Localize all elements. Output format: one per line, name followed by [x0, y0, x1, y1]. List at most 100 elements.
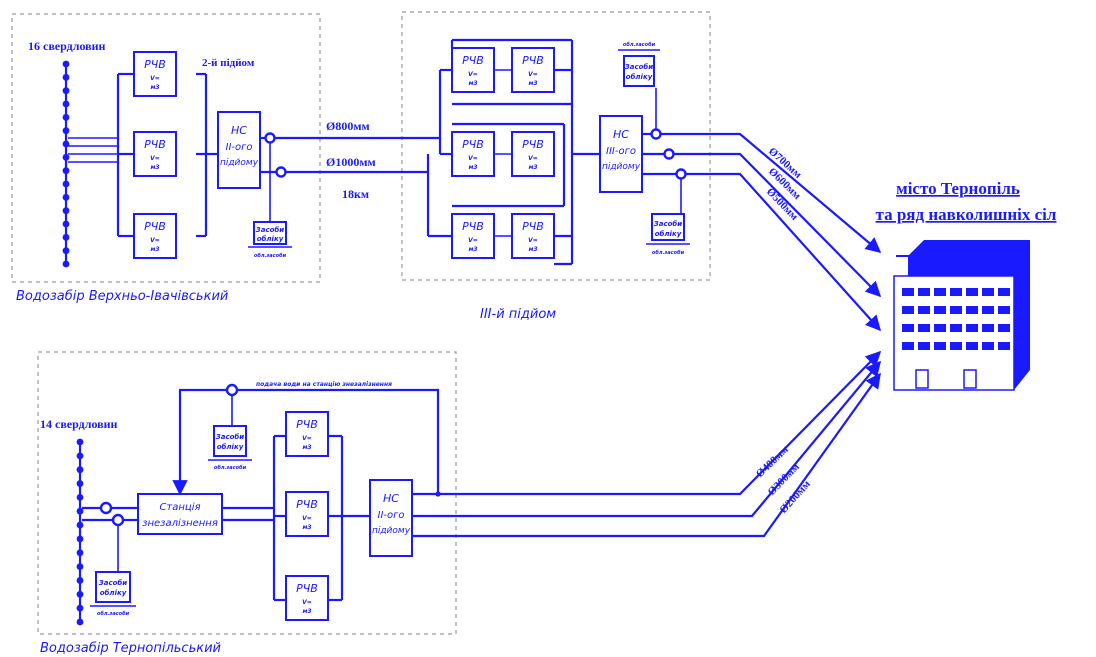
tank-volume: V=: [528, 237, 538, 244]
tank-unit: м3: [468, 164, 477, 171]
svg-text:ІІ-ого: ІІ-ого: [378, 510, 405, 521]
tank-unit: м3: [150, 246, 159, 253]
building-window: [966, 306, 978, 314]
valve-icon: [111, 513, 125, 527]
zone-border-middle: [401, 11, 711, 281]
metering-box-verkhno: [253, 221, 287, 245]
svg-text:обл.засоби: обл.засоби: [254, 252, 287, 259]
building-window: [950, 306, 962, 314]
svg-text:ІІІ-ого: ІІІ-ого: [606, 146, 636, 157]
valve-icon: [225, 383, 239, 397]
caption-ternopil: Водозабір Тернопільський: [40, 641, 221, 656]
recirculation-note: подача води на станцію знезалізнення: [256, 381, 392, 388]
tank-unit: м3: [528, 246, 537, 253]
svg-text:Засоби: Засоби: [216, 433, 245, 441]
tank-unit: м3: [150, 164, 159, 171]
svg-text:Станція: Станція: [159, 501, 200, 513]
tank-unit: м3: [468, 246, 477, 253]
caption-middle: ІІІ-й підйом: [480, 307, 556, 322]
building-window: [950, 324, 962, 332]
valve-icon: [99, 501, 113, 515]
valve-icon: [264, 132, 276, 144]
wells-label-verkhno: 16 свердловин: [28, 39, 106, 53]
metering-box-middle-top: [623, 55, 655, 87]
city-building-icon: [893, 240, 1030, 391]
building-door: [915, 369, 929, 389]
svg-text:Засоби: Засоби: [654, 220, 683, 228]
building-window: [918, 288, 930, 296]
tank-title: РЧВ: [144, 220, 166, 233]
building-window: [902, 324, 914, 332]
svg-text:обліку: обліку: [217, 443, 244, 451]
wells-label-ternopil: 14 свердловин: [40, 417, 118, 431]
svg-text:знезалізнення: знезалізнення: [142, 517, 218, 529]
building-window: [918, 306, 930, 314]
svg-text:обліку: обліку: [655, 230, 682, 238]
building-window: [934, 342, 946, 350]
tank-volume: V=: [468, 71, 478, 78]
svg-text:НС: НС: [383, 492, 399, 505]
tank-title: РЧВ: [144, 58, 166, 71]
tank-rchv-m2: РЧВ V= м3: [511, 47, 555, 93]
svg-text:НС: НС: [231, 124, 247, 137]
svg-text:підйому: підйому: [372, 526, 411, 536]
building-window: [966, 288, 978, 296]
lift-label-verkhno: 2-й підйом: [202, 57, 255, 69]
svg-text:обліку: обліку: [257, 235, 284, 243]
pipe-d500: [686, 172, 882, 332]
tank-volume: V=: [528, 71, 538, 78]
tank-title: РЧВ: [522, 220, 544, 233]
svg-text:НС: НС: [613, 128, 629, 141]
svg-text:обл.засоби: обл.засоби: [652, 249, 685, 256]
building-window: [934, 306, 946, 314]
tank-unit: м3: [150, 84, 159, 91]
deferrization-station: [137, 493, 223, 535]
tank-volume: V=: [468, 237, 478, 244]
building-window: [902, 288, 914, 296]
pump-station-verkhno: [217, 111, 261, 189]
zone-border-ternopil: [37, 351, 457, 635]
building-window: [918, 324, 930, 332]
tank-title: РЧВ: [522, 54, 544, 67]
metering-box-ternopil-top: [213, 425, 247, 457]
building-window: [966, 324, 978, 332]
tank-title: РЧВ: [462, 54, 484, 67]
svg-text:обл.засоби: обл.засоби: [97, 610, 130, 617]
valve-icon: [663, 148, 675, 160]
metering-box-middle-bottom: [651, 213, 685, 241]
valve-icon: [675, 168, 687, 180]
svg-text:обл.засоби: обл.засоби: [623, 41, 656, 48]
tank-unit: м3: [302, 608, 311, 615]
tank-title: РЧВ: [144, 138, 166, 151]
metering-box-ternopil-bottom: [95, 571, 131, 603]
building-window: [998, 306, 1010, 314]
tank-unit: м3: [528, 80, 537, 87]
pump-station-middle: [599, 115, 643, 193]
svg-text:підйому: підйому: [602, 162, 641, 172]
svg-text:ІІ-ого: ІІ-ого: [226, 142, 253, 153]
tank-title: РЧВ: [522, 138, 544, 151]
pipe-d1000-label: Ø1000мм: [326, 155, 376, 169]
building-window: [950, 288, 962, 296]
pipe-d200: [412, 372, 881, 538]
svg-text:Засоби: Засоби: [625, 63, 654, 71]
svg-text:підйому: підйому: [220, 158, 259, 168]
pipe-d700: [661, 132, 882, 253]
svg-text:Засоби: Засоби: [256, 226, 285, 234]
pipe-length-label: 18км: [342, 187, 369, 201]
tank-volume: V=: [528, 155, 538, 162]
building-window: [982, 342, 994, 350]
building-window: [902, 306, 914, 314]
pipe-d300: [412, 360, 881, 518]
tank-unit: м3: [302, 444, 311, 451]
tank-volume: V=: [302, 435, 312, 442]
building-door: [963, 369, 977, 389]
tank-volume: V=: [468, 155, 478, 162]
building-window: [918, 342, 930, 350]
